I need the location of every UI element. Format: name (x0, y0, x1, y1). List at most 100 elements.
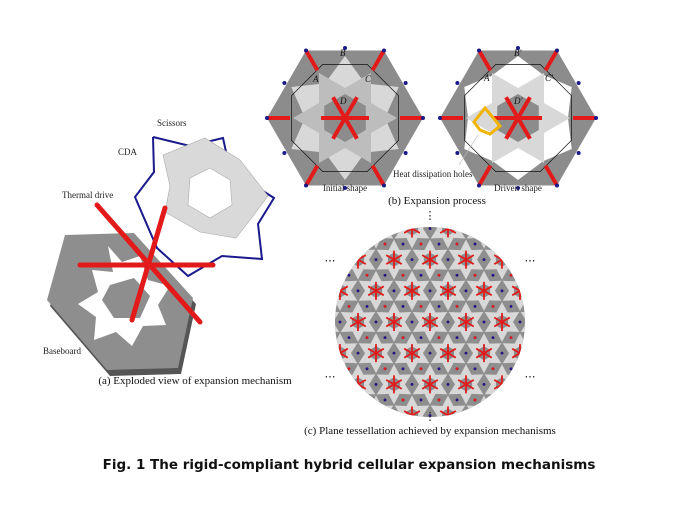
point-b-prime: B' (514, 48, 522, 58)
cell-node (455, 336, 459, 339)
cell-star (520, 302, 525, 342)
cell-node (330, 336, 333, 339)
cell-node (473, 398, 477, 402)
cell-node (509, 305, 513, 308)
cell-node (455, 367, 459, 371)
cda-node (516, 46, 520, 50)
label-initial-shape: Initial shape (323, 183, 367, 193)
cell-node (509, 398, 513, 402)
cell-node (537, 352, 540, 355)
thermal-drive-arm (477, 164, 493, 187)
cell-node (455, 242, 459, 246)
cell-node (401, 336, 405, 339)
cell-node (401, 273, 405, 277)
cell-node (482, 382, 486, 386)
cell-node (401, 305, 405, 308)
cda-node (282, 151, 287, 155)
cell-node (401, 398, 405, 402)
cell-node (356, 414, 360, 417)
cell-drive (421, 379, 439, 390)
cell-center (532, 315, 544, 329)
cell-node (321, 289, 324, 292)
cell-node (464, 414, 468, 417)
panel-c-plane-tessellation: ⋮ ⋮ ⋯ ⋯ ⋯ ⋯ (c) Plane tessellation achie… (304, 210, 558, 437)
cell-node (456, 211, 459, 214)
cda-node (343, 46, 347, 50)
cell-node (491, 336, 495, 339)
cell-node (500, 414, 504, 417)
cell-node (321, 352, 324, 355)
cell-node (518, 258, 522, 262)
cell-node (392, 414, 396, 417)
ellipsis-bottom: ⋮ (425, 411, 436, 423)
point-d: D (339, 96, 347, 106)
cda-node (576, 81, 581, 85)
cell-drive (493, 316, 511, 328)
cell-node (509, 273, 513, 277)
cell-center (369, 408, 383, 417)
cell-node (474, 211, 477, 214)
cell-node (419, 242, 423, 246)
cell-node (473, 273, 477, 277)
point-c: C (365, 74, 372, 84)
cell-drive (457, 316, 475, 328)
cell-center (477, 408, 491, 417)
cda-node (403, 81, 408, 85)
cell-node (365, 398, 369, 402)
label-heat-dissipation-holes: Heat dissipation holes (393, 169, 473, 179)
cell-drive (475, 410, 493, 417)
cell-node (464, 227, 468, 230)
cell-node (374, 320, 378, 324)
cell-node (383, 398, 387, 402)
cell-drive (475, 227, 493, 234)
cell-node (438, 211, 441, 214)
cell-node (491, 242, 495, 246)
cell-node (347, 336, 351, 339)
cda-node (576, 151, 581, 155)
cell-node (356, 289, 360, 293)
cell-node (384, 211, 387, 214)
cell-drive (421, 316, 439, 328)
cell-drive (367, 410, 385, 417)
thermal-drive-arm (370, 164, 386, 187)
cell-node (546, 305, 549, 308)
cell-node (500, 351, 504, 355)
caption-a: (a) Exploded view of expansion mechanism (98, 375, 292, 387)
cell-node (392, 414, 396, 417)
cell-node (401, 367, 405, 371)
cda-node (403, 151, 408, 155)
cell-drive (475, 410, 493, 417)
heat-dissipation-hole-highlight (472, 105, 503, 136)
cell-node (419, 398, 423, 402)
cell-node (392, 289, 396, 293)
cell-node (330, 274, 333, 277)
ellipsis-upper-left: ⋯ (325, 255, 336, 267)
cell-node (473, 336, 477, 339)
cell-drive (314, 318, 330, 327)
cell-node (446, 258, 450, 262)
scissors (162, 137, 269, 239)
cell-node (365, 242, 369, 246)
cell-node (509, 367, 513, 371)
thermal-drive-arm (543, 49, 559, 72)
cda-node (477, 183, 481, 188)
cell-node (365, 336, 369, 339)
cda-node (304, 48, 308, 53)
point-a-prime: A' (483, 73, 492, 83)
cell-node (528, 274, 531, 277)
cell-node (437, 273, 441, 277)
cda-node (382, 183, 386, 188)
cell-node (491, 398, 495, 402)
cell-drive (314, 318, 330, 327)
cell-node (555, 321, 558, 324)
panel-a-exploded-view: Scissors CDA Thermal drive Baseboard (a)… (43, 118, 292, 387)
cell-node (338, 382, 342, 386)
label-thermal-drive: Thermal drive (62, 190, 113, 200)
cda-node (343, 186, 347, 190)
cell-node (402, 211, 405, 214)
point-a: A (312, 74, 319, 84)
cell-node (482, 258, 486, 262)
cell-drive (475, 347, 493, 359)
cell-node (356, 227, 360, 230)
